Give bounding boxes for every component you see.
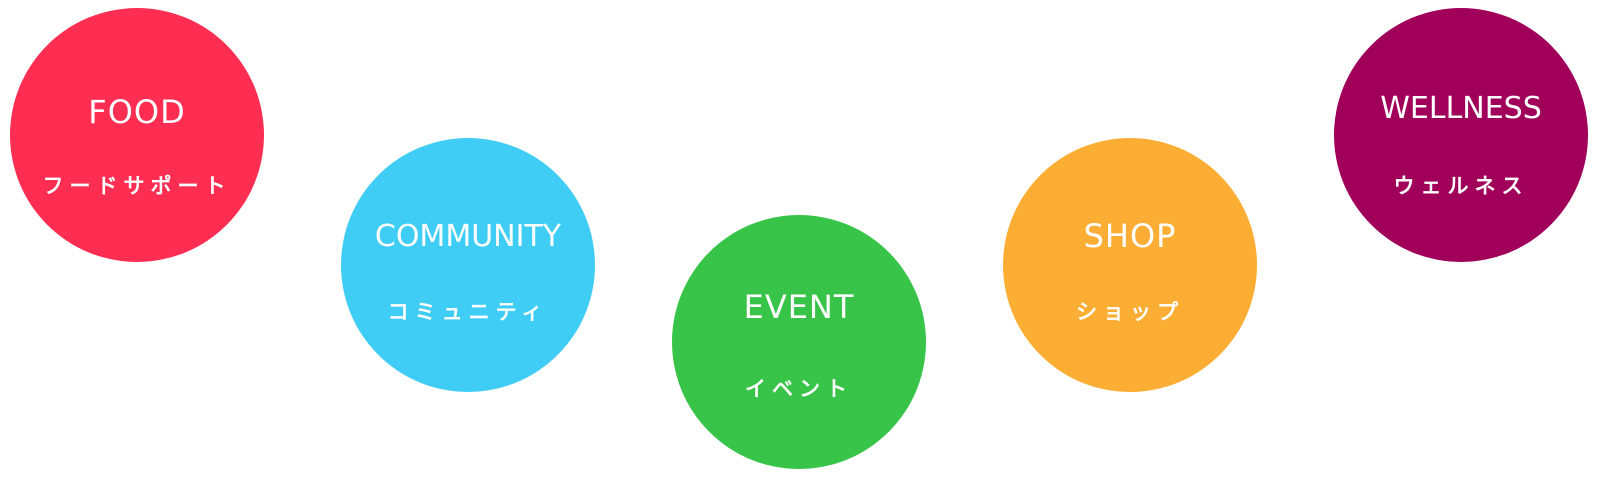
community-title: COMMUNITY bbox=[374, 219, 562, 254]
shop-category-button[interactable]: SHOP ショップ bbox=[1003, 138, 1257, 392]
wellness-category-button[interactable]: WELLNESS ウェルネス bbox=[1334, 8, 1588, 262]
shop-subtitle: ショップ bbox=[1076, 300, 1184, 324]
food-subtitle: フードサポート bbox=[42, 174, 232, 198]
community-category-button[interactable]: COMMUNITY コミュニティ bbox=[341, 138, 595, 392]
community-subtitle: コミュニティ bbox=[387, 300, 549, 324]
event-category-button[interactable]: EVENT イベント bbox=[672, 215, 926, 469]
wellness-title: WELLNESS bbox=[1380, 91, 1542, 126]
shop-title: SHOP bbox=[1083, 217, 1177, 255]
event-title: EVENT bbox=[743, 288, 855, 326]
event-subtitle: イベント bbox=[745, 377, 853, 401]
wellness-subtitle: ウェルネス bbox=[1393, 174, 1529, 198]
food-category-button[interactable]: FOOD フードサポート bbox=[10, 8, 264, 262]
food-title: FOOD bbox=[88, 93, 186, 131]
